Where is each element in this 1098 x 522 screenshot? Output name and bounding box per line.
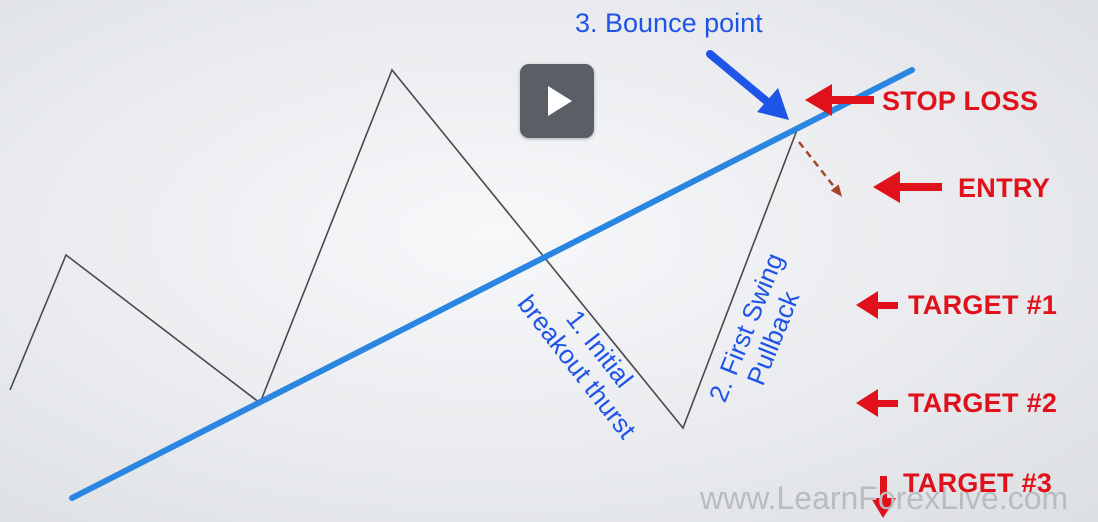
target3-arrow-icon xyxy=(871,476,896,518)
price-zigzag-line xyxy=(9,68,798,430)
entry-arrow-icon xyxy=(873,171,942,203)
bounce-arrow xyxy=(706,50,789,120)
entry-label: ENTRY xyxy=(958,173,1051,203)
entry-dashed-arrow xyxy=(798,141,843,197)
target2-arrow-icon xyxy=(856,389,898,417)
play-button[interactable] xyxy=(520,64,594,138)
trendline xyxy=(69,67,915,501)
watermark: www.LearnForexLive.com xyxy=(700,480,1069,516)
target3-label: TARGET #3 xyxy=(903,468,1053,498)
stop-loss-arrow-icon xyxy=(805,84,874,116)
target1-arrow-icon xyxy=(856,291,898,319)
target2-label: TARGET #2 xyxy=(908,388,1058,418)
bounce-point-title: 3. Bounce point xyxy=(575,8,763,38)
play-icon xyxy=(548,86,572,116)
stop-loss-label: STOP LOSS xyxy=(882,86,1039,116)
target1-label: TARGET #1 xyxy=(908,290,1058,320)
